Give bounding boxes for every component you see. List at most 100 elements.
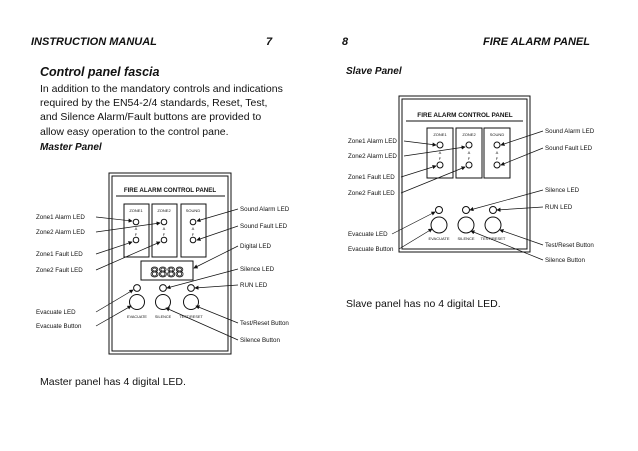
leader-line [95, 241, 161, 271]
slave-silence-led [462, 206, 470, 214]
slave-evacuate-led [435, 206, 443, 214]
leader-line [193, 245, 239, 269]
master-zone1-alarm-led [132, 218, 140, 226]
slave-test-reset-button[interactable] [484, 216, 502, 234]
slave-evacuate-led-label: Evacuate LED [348, 231, 388, 238]
leader-line [398, 228, 433, 250]
leader-line [403, 140, 437, 147]
slave-zone1-alarm-led-label: Zone1 Alarm LED [348, 138, 397, 145]
master-zone2-a-letter: A [163, 226, 166, 231]
leader-line [470, 230, 544, 261]
master-digital-led-label: Digital LED [240, 243, 271, 250]
slave-zone2-fault-led [465, 161, 473, 169]
slave-zone1-fault-led [436, 161, 444, 169]
leader-line [403, 145, 466, 157]
section-title: Control panel fascia [40, 65, 160, 79]
master-zone1-f-letter: F [135, 232, 138, 237]
slave-run-led [489, 206, 497, 214]
slave-sound-alarm-led [493, 141, 501, 149]
master-sound-alarm-led-label: Sound Alarm LED [240, 206, 290, 213]
master-sound-box [180, 203, 207, 258]
slave-footer-note: Slave panel has no 4 digital LED. [346, 298, 501, 310]
master-sound-fault-led [189, 236, 197, 244]
slave-sound-box [483, 127, 511, 179]
leader-line [196, 208, 239, 223]
slave-zone1-fault-led-label: Zone1 Fault LED [348, 174, 395, 181]
slave-zone2-fault-led-label: Zone2 Fault LED [348, 190, 395, 197]
master-sound-alarm-led [189, 218, 197, 226]
leader-line [400, 166, 466, 194]
master-test-reset-label: TEST/RESET [179, 315, 203, 319]
slave-zone2-label: ZONE2 [462, 132, 476, 137]
master-zone2-fault-led [160, 236, 168, 244]
master-evacuate-label: EVACUATE [127, 315, 147, 319]
slave-zone2-f-letter: F [468, 156, 471, 161]
slave-sound-label: SOUND [490, 132, 505, 137]
slave-evacuate-button[interactable] [430, 216, 448, 234]
master-panel-title: FIRE ALARM CONTROL PANEL [124, 187, 217, 194]
slave-silence-button-label: Silence Button [545, 257, 585, 264]
master-silence-button[interactable] [155, 294, 171, 310]
slave-zone2-a-letter: A [468, 150, 471, 155]
header-left-page-number: 7 [266, 36, 273, 48]
intro-line: required by the EN54-2/4 standards, Rese… [40, 97, 268, 110]
slave-evacuate-button-label: Evacuate Button [348, 246, 394, 253]
master-panel-outer-frame [108, 172, 232, 355]
master-panel-inner-frame [111, 175, 229, 352]
master-zone2-fault-led-label: Zone2 Fault LED [36, 267, 83, 274]
leader-line [500, 130, 544, 146]
master-sound-fault-led-label: Sound Fault LED [240, 223, 288, 230]
slave-panel [398, 95, 531, 253]
master-zone1-a-letter: A [135, 226, 138, 231]
master-zone1-box [123, 203, 150, 258]
master-panel [108, 172, 232, 355]
intro-line: and Silence Alarm/Fault buttons are prov… [40, 111, 262, 124]
master-silence-button-label: Silence Button [240, 337, 280, 344]
master-evacuate-led [133, 284, 141, 292]
slave-leader-lines [391, 130, 544, 261]
slave-zone1-f-letter: F [439, 156, 442, 161]
master-test-reset-button[interactable] [183, 294, 199, 310]
master-run-led-label: RUN LED [240, 282, 268, 289]
slave-panel-subtitle: Slave Panel [346, 66, 402, 77]
slave-sound-a-letter: A [496, 150, 499, 155]
master-sound-label: SOUND [186, 208, 201, 213]
master-evacuate-led-label: Evacuate LED [36, 309, 76, 316]
slave-sound-fault-led [493, 161, 501, 169]
master-zone2-alarm-led-label: Zone2 Alarm LED [36, 229, 85, 236]
slave-evacuate-label: EVACUATE [429, 236, 450, 241]
slave-zone1-alarm-led [436, 141, 444, 149]
slave-zone2-alarm-led [465, 141, 473, 149]
leader-line [95, 305, 132, 327]
master-evacuate-button-label: Evacuate Button [36, 323, 82, 330]
master-run-led [187, 284, 195, 292]
master-zone2-f-letter: F [163, 232, 166, 237]
slave-sound-fault-led-label: Sound Fault LED [545, 145, 593, 152]
master-zone2-alarm-led [160, 218, 168, 226]
master-evacuate-button[interactable] [129, 294, 145, 310]
master-zone2-box [151, 203, 178, 258]
leader-line [194, 284, 239, 290]
slave-sound-alarm-led-label: Sound Alarm LED [545, 128, 595, 135]
slave-run-led-label: RUN LED [545, 204, 573, 211]
leader-line [400, 165, 437, 178]
leader-line [195, 305, 239, 324]
intro-paragraph: In addition to the mandatory controls an… [40, 82, 310, 139]
master-zone1-alarm-led-label: Zone1 Alarm LED [36, 214, 85, 221]
leader-line [95, 241, 133, 255]
master-panel-subtitle: Master Panel [40, 142, 102, 153]
leader-line [166, 268, 239, 290]
intro-line: In addition to the mandatory controls an… [40, 83, 283, 95]
leader-line [95, 221, 161, 233]
master-digital-display-value: 8888 [150, 264, 183, 281]
slave-zone1-label: ZONE1 [433, 132, 447, 137]
leader-line [391, 211, 436, 235]
master-silence-led-label: Silence LED [240, 266, 275, 273]
master-zone1-fault-led [132, 236, 140, 244]
slave-silence-button[interactable] [457, 216, 475, 234]
master-zone1-label: ZONE1 [129, 208, 143, 213]
master-silence-label: SILENCE [155, 315, 172, 319]
master-silence-led [159, 284, 167, 292]
slave-test-reset-button-label: Test/Reset Button [545, 242, 594, 249]
